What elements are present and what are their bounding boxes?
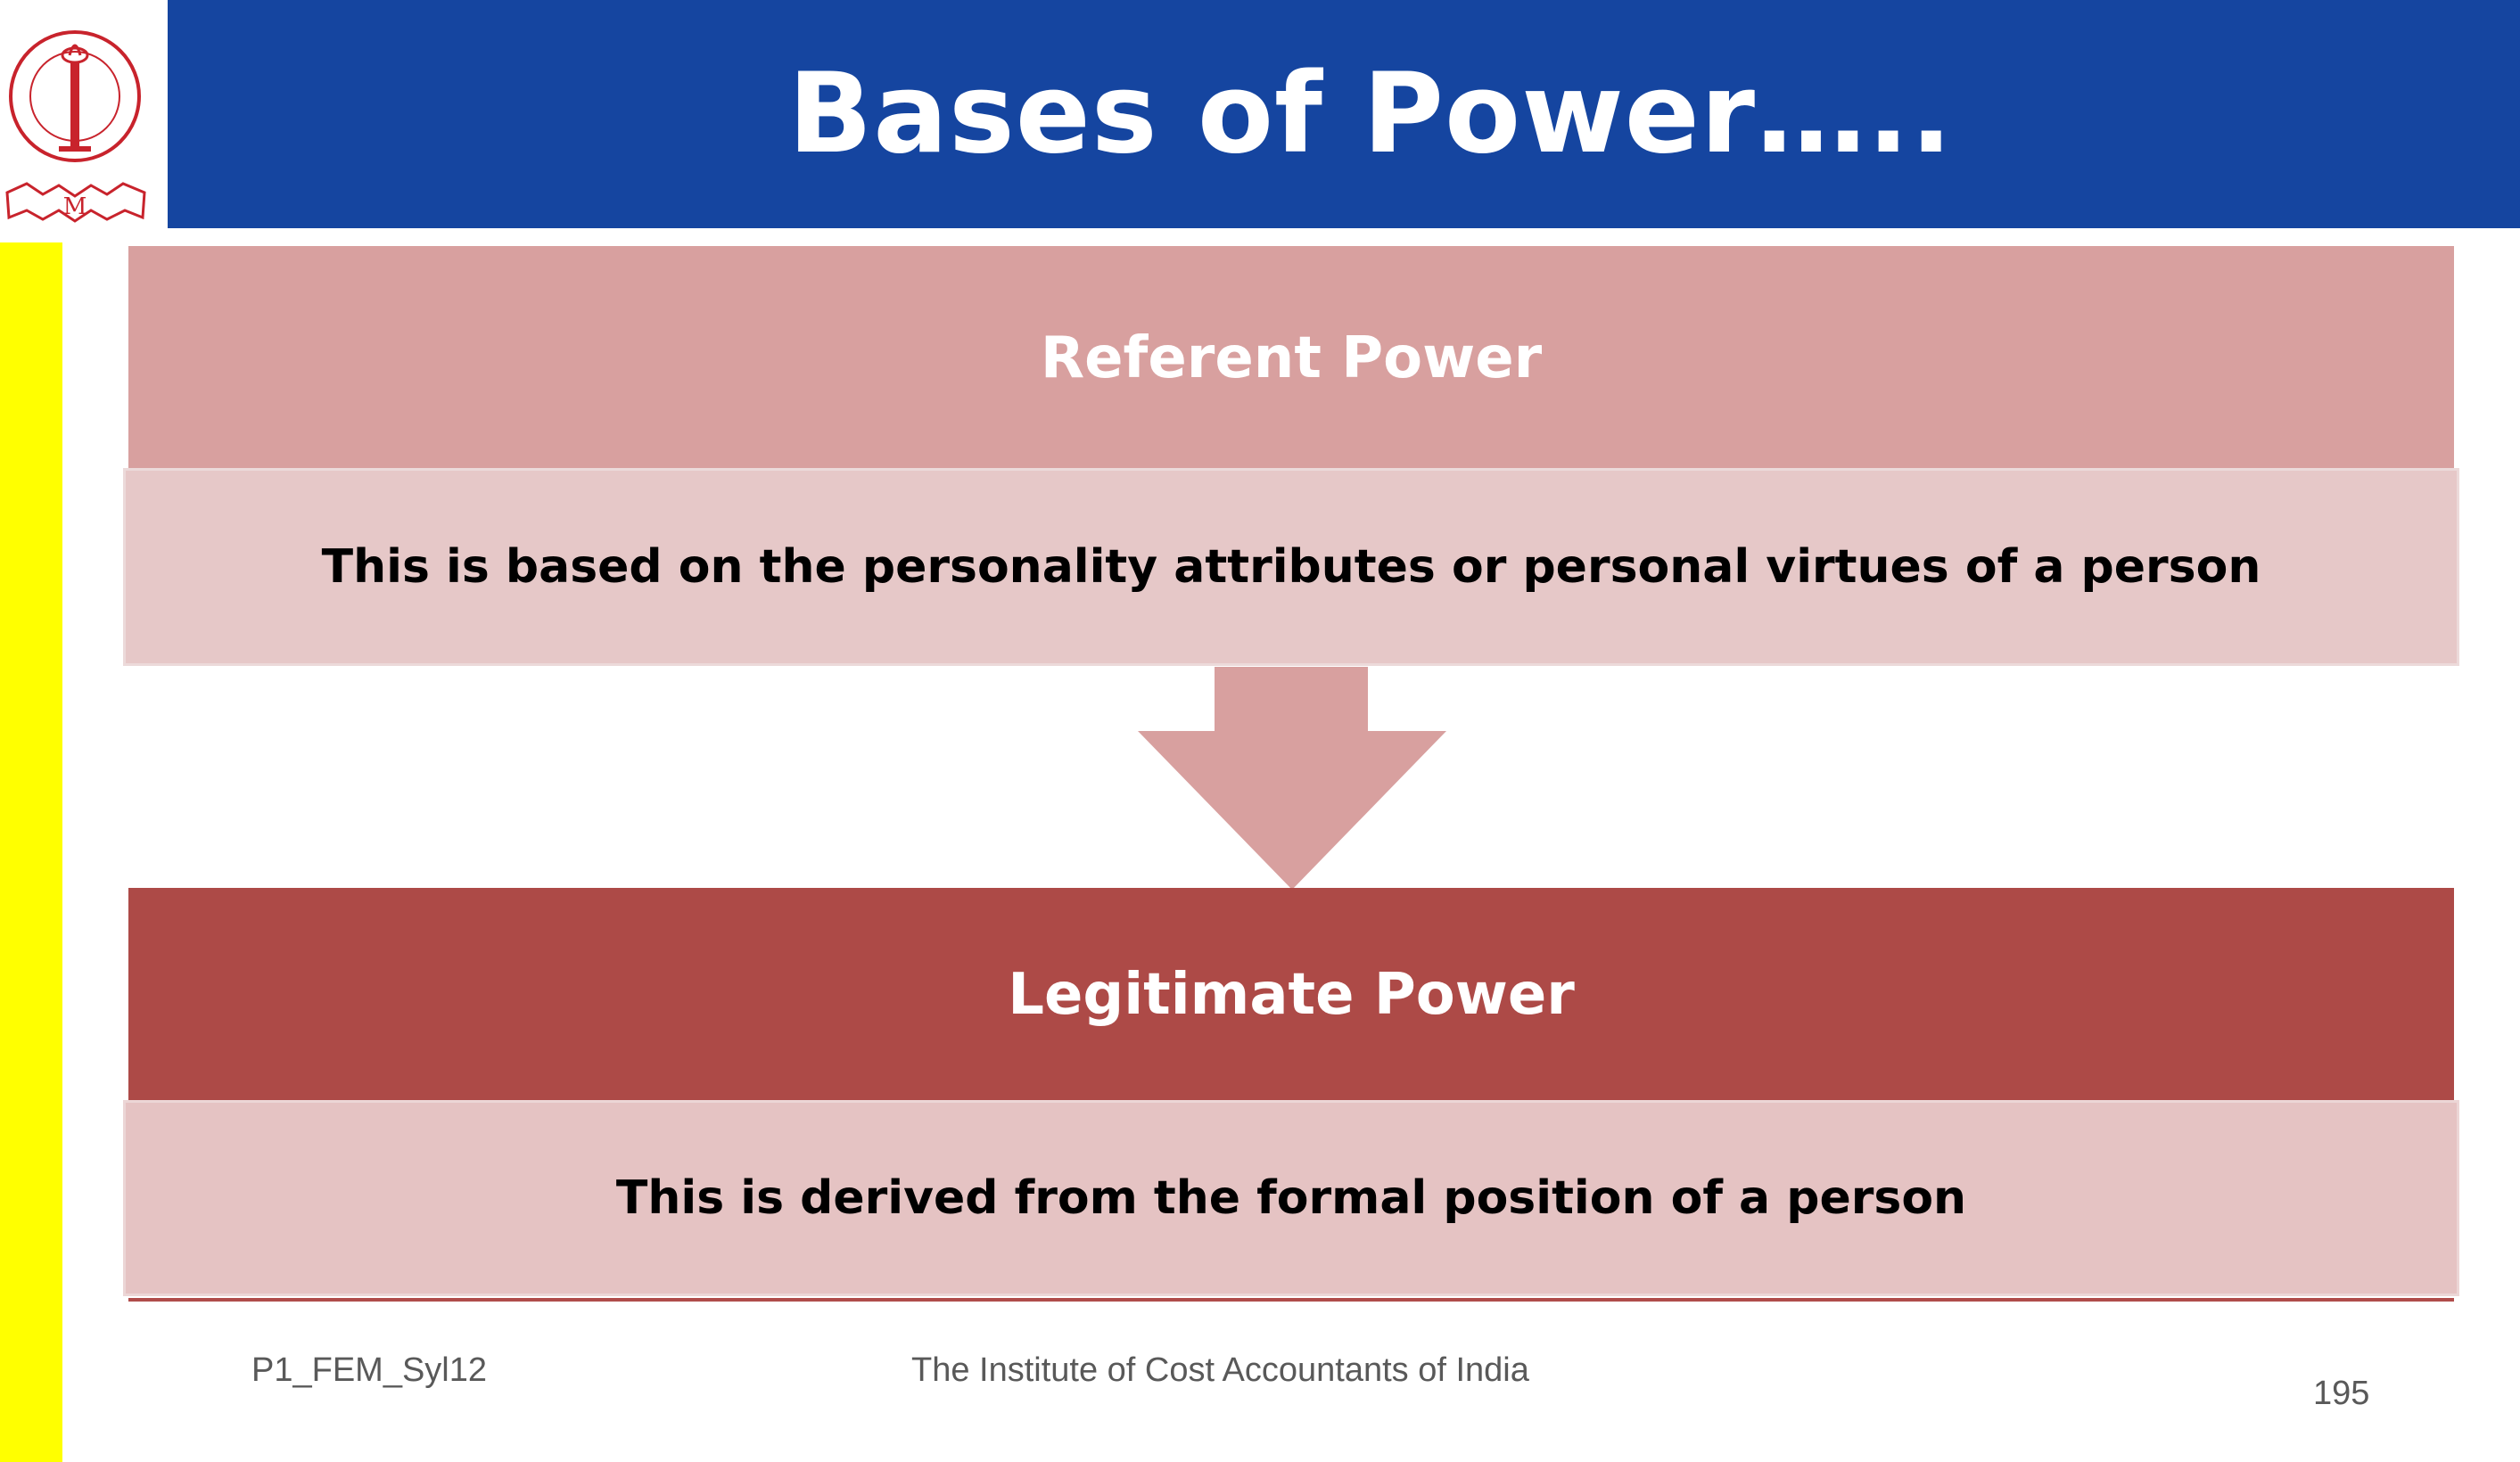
footer-page-number: 195: [2313, 1375, 2370, 1412]
slide-title: Bases of Power…..: [787, 50, 1954, 178]
down-arrow-icon: [1138, 667, 1446, 890]
footer-slide-code: P1_FEM_Syl12: [251, 1351, 488, 1389]
institute-seal-icon: M: [5, 30, 146, 223]
referent-power-description: This is based on the personality attribu…: [123, 468, 2459, 666]
referent-power-heading: Referent Power: [128, 246, 2454, 471]
legitimate-power-description: This is derived from the formal position…: [123, 1100, 2459, 1296]
svg-text:M: M: [63, 193, 87, 220]
side-accent-bar: [0, 242, 62, 1462]
title-banner: [168, 0, 2520, 228]
footer-institute-name: The Institute of Cost Accountants of Ind…: [911, 1351, 1529, 1389]
legitimate-power-heading: Legitimate Power: [128, 888, 2454, 1102]
divider-line: [128, 1298, 2454, 1302]
